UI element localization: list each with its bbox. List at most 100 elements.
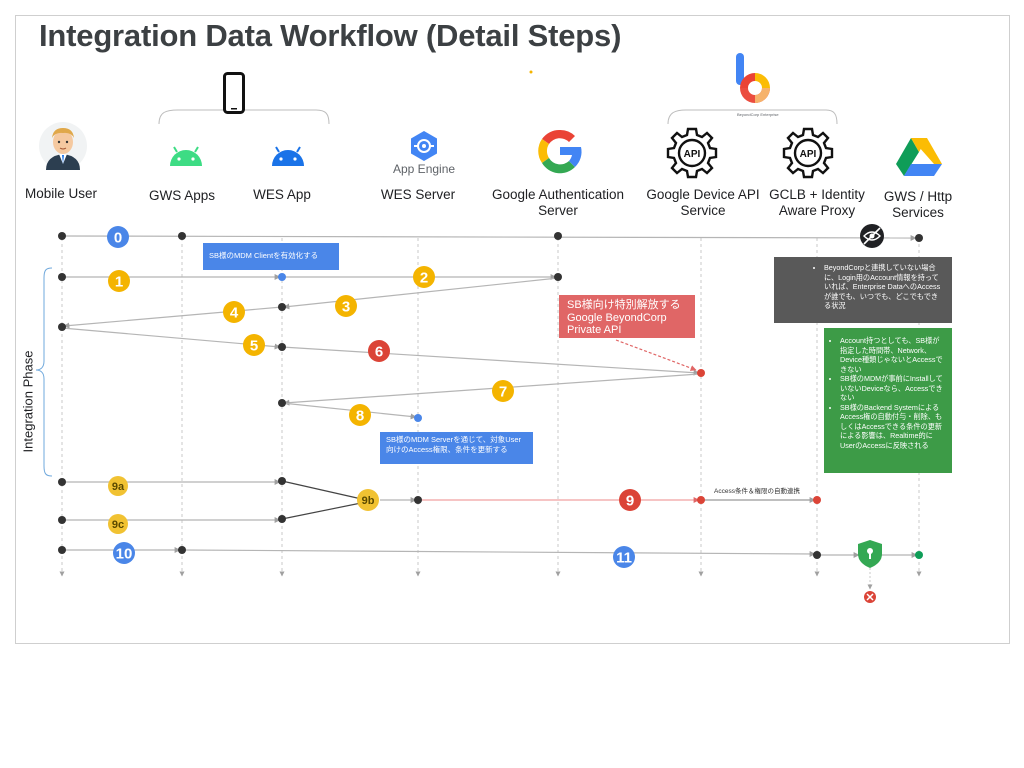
page-title: Integration Data Workflow (Detail Steps) [39,18,622,53]
node [813,551,821,559]
svg-text:10: 10 [116,546,133,563]
svg-text:9: 9 [626,493,634,510]
google-drive-icon [896,138,942,176]
blocked-icon [864,591,876,603]
node [278,515,286,523]
node [58,516,66,524]
lane-label-google-auth: Google Authentication Server [491,187,625,218]
api-gear-icon: API [666,127,718,179]
arrow-step-7 [283,373,700,406]
node [414,496,422,504]
node [58,232,66,240]
node [278,477,286,485]
node [554,273,562,281]
lifelines [59,238,922,577]
lane-label-wes-server: WES Server [380,187,456,202]
lane-label-wes-app: WES App [253,187,311,202]
note-bullet: SB様のBackend SystemによるAccess権の自動付与・削除、もしく… [840,403,944,451]
step-badge-9: 9 [619,489,641,511]
node [278,343,286,351]
google-g-icon [538,129,582,174]
security-shield-icon [858,540,882,568]
node [178,232,186,240]
step-badges: 0 1 2 3 4 5 6 7 8 9a 9b 9c 9 10 11 [107,226,641,568]
arrow-step-11 [181,549,816,557]
arrow-step-0 [61,234,917,241]
arrow-step-3 [283,277,559,310]
step-badge-6: 6 [368,340,390,362]
svg-text:API: API [684,149,701,160]
arrow-step-6 [281,346,700,376]
beyondcorp-logo-icon [736,53,770,103]
arrow-9a-to-9b [281,480,367,501]
step-badge-3: 3 [335,295,357,317]
step-badge-11: 11 [613,546,635,568]
step-badge-4: 4 [223,301,245,323]
lane-label-gclb: GCLB + Identity Aware Proxy [769,187,865,218]
step-badge-1: 1 [108,270,130,292]
svg-text:3: 3 [342,299,350,316]
lane-label-gws-http: GWS / Http Services [883,189,953,220]
step-badge-9b: 9b [357,489,379,511]
arrow-9c-to-9b [281,501,367,520]
node [278,273,286,281]
svg-text:8: 8 [356,408,364,425]
svg-text:6: 6 [375,344,383,361]
mdm-server-note: SB様のMDM Serverを通じて、対象User向けのAccess権限、条件を… [380,432,533,464]
step-badge-2: 2 [413,266,435,288]
node [58,323,66,331]
nodes [58,232,923,559]
node [697,369,705,377]
api-gear-icon: API [782,127,834,179]
android-icon [170,146,202,166]
svg-text:API: API [800,149,817,160]
android-icon [272,146,304,166]
phone-bracket [158,109,330,125]
step-badge-9a: 9a [108,476,128,496]
mdm-client-note: SB様のMDM Clientを有効化する [203,243,339,270]
lane-label-mobile-user: Mobile User [24,186,98,201]
step-badge-8: 8 [349,404,371,426]
smartphone-icon [223,72,245,114]
node [554,232,562,240]
svg-text:2: 2 [420,270,428,287]
arrow-step-4 [63,306,283,329]
node [915,551,923,559]
svg-text:11: 11 [616,550,632,567]
node [813,496,821,504]
step-badge-5: 5 [243,334,265,356]
app-engine-icon [411,131,437,161]
lane-label-gws-apps: GWS Apps [148,188,216,203]
node [58,478,66,486]
node [58,546,66,554]
node [278,303,286,311]
private-api-note: SB様向け特別解放する Google BeyondCorp Private AP… [559,295,695,338]
arrow-step-8 [281,402,417,420]
svg-text:0: 0 [114,230,122,247]
node [414,414,422,422]
svg-text:9a: 9a [112,481,125,493]
note-bullet: SB様のMDMが事前にInstallしていないDeviceなら、Accessでき… [840,374,944,403]
step-badge-10: 10 [113,542,135,564]
beyondcorp-benefits-note: Account持つとしても、SB様が指定した時間帯、Network、Device… [824,328,952,473]
svg-text:4: 4 [230,305,239,322]
step-badge-0: 0 [107,226,129,248]
user-avatar-icon [39,122,87,170]
node [278,399,286,407]
node [697,496,705,504]
access-auto-sync-label: Access条件＆権限の自動連携 [714,488,800,495]
slide: Integration Data Workflow (Detail Steps) [15,15,1010,644]
svg-text:9b: 9b [362,495,375,507]
beyondcorp-label: BeyondCorp Enterprise [737,112,779,117]
workflow-diagram: 0 1 2 3 4 5 6 7 8 9a 9b 9c 9 10 11 [35,70,923,603]
integration-phase-label: Integration Phase [20,350,36,453]
node [58,273,66,281]
svg-text:9c: 9c [112,519,124,531]
eye-slash-icon [860,224,884,248]
beyondcorp-bracket [667,109,838,125]
node [178,546,186,554]
step-badge-9c: 9c [108,514,128,534]
lane-label-device-api: Google Device API Service [646,187,760,218]
note-bullet: Account持つとしても、SB様が指定した時間帯、Network、Device… [840,336,944,374]
integration-phase-bracket [35,267,53,477]
